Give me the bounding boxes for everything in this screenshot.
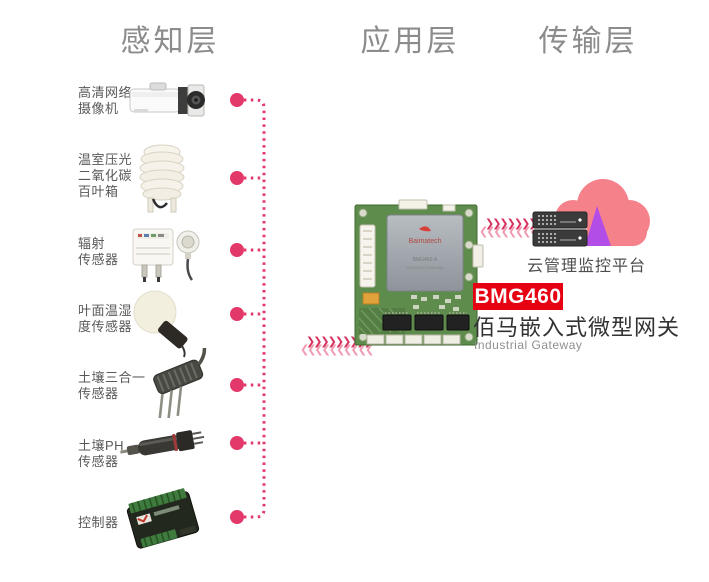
louver-shelter-icon xyxy=(131,141,193,220)
dataflow-gateway-cloud: ❯❯❯❯❯❯❯❯❯ ❮❮❮❮❮❮❮❮❮❮ xyxy=(479,218,553,238)
transmission-layer-title: 传输层 xyxy=(538,25,638,58)
dataflow-sensors-gateway: ❯❯❯❯❯❯❯❯❯ ❮❮❮❮❮❮❮❮❮❮ xyxy=(300,336,374,356)
data-flow-right-icon: ❯❯❯❯❯❯❯❯❯ xyxy=(485,218,552,230)
data-flow-left-icon: ❮❮❮❮❮❮❮❮❮❮ xyxy=(479,226,553,238)
data-flow-left-icon: ❮❮❮❮❮❮❮❮❮❮ xyxy=(300,344,374,356)
data-flow-right-icon: ❯❯❯❯❯❯❯❯❯ xyxy=(306,336,373,348)
cloud-platform-label: 云管理监控平台 xyxy=(526,258,646,275)
cloud-platform-icon xyxy=(515,172,665,283)
gateway-board-image: Baimatech BMG460-A Industrial Gateway xyxy=(349,193,489,356)
louver-shelter-label: 温室压光 二氧化碳 百叶箱 xyxy=(78,152,133,199)
soil-ph-sensor-icon xyxy=(116,424,212,473)
soil-three-in-one-sensor-label: 土壤三合一 传感器 xyxy=(78,370,146,401)
gateway-name: 佰马嵌入式微型网关 xyxy=(473,315,681,340)
svg-text:Industrial Gateway: Industrial Gateway xyxy=(406,265,444,270)
ip-camera-label: 高清网络 摄像机 xyxy=(78,85,133,116)
perception-layer-title: 感知层 xyxy=(120,25,220,58)
server-rack-icon xyxy=(532,211,588,247)
radiation-sensor-label: 辐射 传感器 xyxy=(78,236,119,267)
svg-text:BMG460-A: BMG460-A xyxy=(413,257,438,263)
sensor-bus-connector xyxy=(226,86,276,539)
gateway-subtitle: Industrial Gateway xyxy=(474,338,583,352)
soil-three-in-one-sensor-icon xyxy=(122,344,218,424)
leaf-sensor-label: 叶面温湿 度传感器 xyxy=(78,303,133,334)
cloud-triangle-icon xyxy=(585,206,611,246)
radiation-sensor-icon xyxy=(126,224,206,289)
leaf-sensor-icon xyxy=(130,290,194,363)
controller-label: 控制器 xyxy=(78,515,119,530)
svg-text:Baimatech: Baimatech xyxy=(408,238,441,245)
controller-icon xyxy=(122,482,204,563)
soil-ph-sensor-label: 土壤PH 传感器 xyxy=(78,438,125,469)
application-layer-title: 应用层 xyxy=(360,25,460,58)
gateway-model-badge: BMG460 xyxy=(473,283,563,310)
ip-camera-icon xyxy=(126,76,210,127)
